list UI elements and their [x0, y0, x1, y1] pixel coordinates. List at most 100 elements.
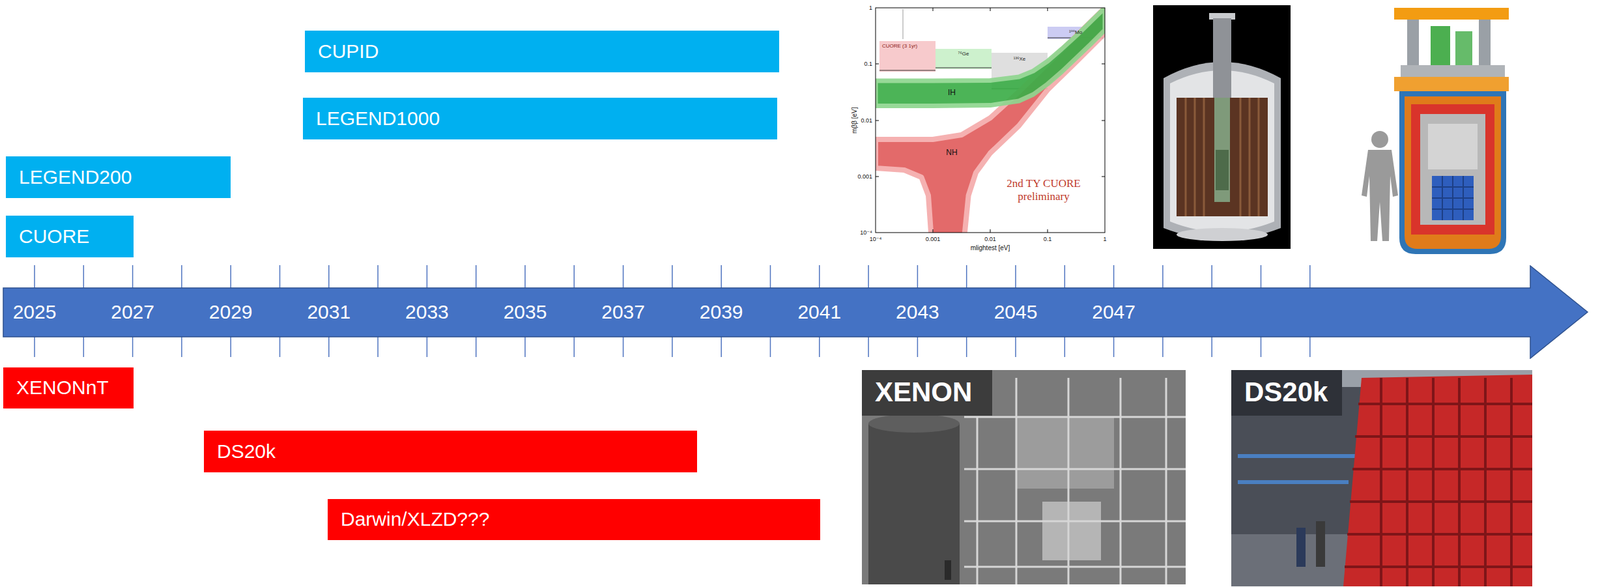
tick-label: 1 [869, 4, 873, 12]
cryostat-render [1213, 18, 1232, 98]
photo-panel: DS20k [1231, 370, 1533, 587]
tick-label: 10⁻⁴ [869, 235, 883, 243]
bar-label: CUORE [18, 225, 90, 249]
sensitivity-plot [879, 41, 936, 72]
cryostat-render [1214, 97, 1230, 202]
year-label: 2039 [699, 300, 744, 324]
cupid-cryostat-render [1404, 96, 1501, 249]
cryostat-render [1176, 97, 1268, 217]
xenon-photo [861, 370, 993, 416]
cupid-cryostat-render [1400, 65, 1505, 77]
cryostat-render [1153, 5, 1291, 249]
cupid-cryostat-render [1394, 76, 1509, 92]
photo-panel: XENON [861, 370, 1186, 585]
xenon-photo [868, 414, 960, 433]
year-label: 2027 [110, 300, 155, 324]
project-bar: DS20k [203, 430, 698, 473]
bar-label: CUPID [317, 40, 379, 64]
xenon-photo [964, 377, 1186, 585]
year-label: 2025 [13, 300, 57, 324]
sensitivity-plot [935, 67, 992, 69]
cupid-cryostat-render [1371, 130, 1389, 148]
xenon-photo [944, 560, 952, 580]
cupid-cryostat-render [1361, 149, 1399, 242]
sensitivity-plot [875, 7, 1105, 233]
sensitivity-plot [846, 3, 1108, 257]
tick-label: 0.01 [984, 235, 997, 243]
year-label: 2047 [1091, 300, 1136, 324]
sensitivity-plot [879, 70, 936, 72]
xenon-photo [1042, 501, 1101, 561]
plot-label: ¹³⁶Xe [1013, 56, 1026, 62]
cupid-cryostat-render [1431, 175, 1474, 221]
ds20k-photo [1231, 370, 1533, 587]
tick-label: 0.001 [857, 173, 873, 180]
arrow-body [3, 265, 1588, 359]
tick-label: 0.1 [1043, 235, 1053, 243]
project-bar: CUORE [5, 215, 134, 258]
plot-note: 2nd TY CUORE preliminary [1001, 177, 1086, 203]
cupid-cryostat-render [1394, 7, 1509, 20]
ds20k-photo [1343, 374, 1533, 587]
project-bar: XENONnT [3, 367, 134, 409]
year-label: 2031 [306, 300, 351, 324]
project-bar: LEGEND200 [5, 156, 231, 199]
cupid-cryostat-render [1420, 114, 1486, 225]
year-label: 2045 [994, 300, 1038, 324]
year-label: 2043 [895, 300, 940, 324]
timeline-arrow: 2025202720292031203320352037203920412043… [0, 265, 1590, 359]
ds20k-photo [1296, 527, 1306, 567]
ds20k-photo [1344, 377, 1533, 587]
cupid-cryostat-render [1361, 7, 1509, 255]
tick-label: 0.1 [863, 60, 873, 68]
year-label: 2033 [405, 300, 449, 324]
project-bar: Darwin/XLZD??? [327, 499, 821, 541]
year-label: 2029 [209, 300, 253, 324]
sensitivity-plot [935, 48, 992, 70]
plot-label: ⁷⁶Ge [958, 50, 970, 57]
tick-label: 1 [1102, 235, 1107, 243]
sensitivity-plot [846, 3, 1108, 257]
project-bar: CUPID [304, 30, 780, 73]
cryostat-render [1176, 228, 1268, 242]
ds20k-photo [1231, 370, 1533, 587]
cryostat-render [1215, 149, 1229, 191]
axis-title: mββ [eV] [850, 107, 859, 134]
bar-label: XENONnT [16, 376, 109, 400]
ds20k-photo [1237, 456, 1356, 483]
cryostat-render [1153, 5, 1291, 249]
year-label: 2041 [797, 300, 842, 324]
photo-caption: DS20k [1244, 376, 1328, 408]
sensitivity-plot [875, 7, 1105, 233]
xenon-photo [861, 370, 1186, 585]
bar-label: LEGEND200 [18, 166, 132, 189]
plot-label: ¹⁰⁰Mo [1069, 29, 1083, 36]
cupid-cryostat-render [1399, 91, 1507, 255]
bar-label: Darwin/XLZD??? [340, 508, 490, 531]
cupid-cryostat-render [1430, 26, 1451, 66]
cryostat-render [1185, 97, 1259, 217]
year-label: 2035 [503, 300, 548, 324]
xenon-photo [1016, 416, 1115, 489]
cupid-cryostat-render [1428, 123, 1478, 170]
sensitivity-plot [875, 7, 1105, 107]
ds20k-photo [1315, 521, 1326, 567]
tick-label: 0.001 [925, 235, 941, 243]
cupid-cryostat-render [1411, 104, 1495, 235]
sensitivity-plot [875, 7, 1105, 233]
xenon-photo [868, 423, 960, 585]
plot-label: IH [947, 88, 956, 98]
plot-label: CUORE (3 1yr) [882, 42, 918, 49]
plot-label: NH [945, 148, 958, 158]
tick-label: 0.01 [860, 117, 873, 124]
sensitivity-plot [902, 9, 904, 40]
bar-label: DS20k [216, 440, 276, 464]
cupid-cryostat-render [1455, 31, 1473, 66]
cupid-cryostat-render [1431, 175, 1474, 221]
xenon-photo [861, 370, 1186, 585]
tick-label: 10⁻⁴ [859, 229, 873, 236]
sensitivity-plot [875, 7, 1105, 233]
ds20k-photo [1231, 370, 1343, 416]
bar-label: LEGEND1000 [315, 107, 440, 131]
project-bar: LEGEND1000 [302, 97, 778, 140]
